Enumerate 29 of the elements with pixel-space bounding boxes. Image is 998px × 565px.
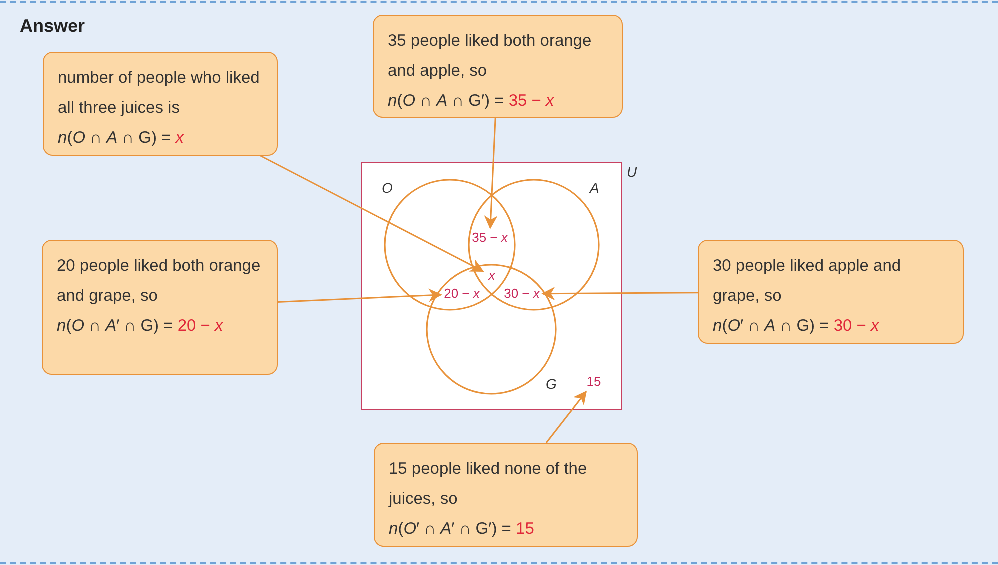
- set-circle: [426, 264, 557, 395]
- leader-arrow: [546, 390, 588, 444]
- leader-arrow: [484, 118, 498, 230]
- leader-arrow: [542, 287, 698, 301]
- region-value: 15: [584, 374, 604, 390]
- set-circle: [468, 179, 600, 311]
- set-label: G: [546, 376, 557, 392]
- universal-set-rectangle: [361, 162, 622, 410]
- heading: Answer: [20, 16, 86, 37]
- callout-box: [374, 443, 638, 547]
- callout-box: [698, 240, 964, 344]
- set-label: U: [627, 164, 638, 180]
- region-value: x: [485, 268, 499, 284]
- formula-text: n(O′ ∩ A′ ∩ G′) = 15: [389, 519, 536, 540]
- formula-text: n(O′ ∩ A ∩ G) = 30 − x: [713, 316, 880, 337]
- set-label: O: [382, 180, 393, 196]
- leader-arrow: [278, 288, 442, 303]
- leader-arrow: [260, 155, 484, 272]
- region-value: 35 − x: [469, 230, 511, 246]
- region-value: 30 − x: [503, 286, 541, 302]
- formula-text: n(O ∩ A′ ∩ G) = 20 − x: [57, 316, 224, 337]
- callout-box: [43, 52, 278, 156]
- callout-box: [373, 15, 623, 118]
- region-value: 20 − x: [443, 286, 481, 302]
- set-circle: [384, 179, 516, 311]
- formula-text: n(O ∩ A ∩ G′) = 35 − x: [388, 91, 556, 112]
- formula-text: n(O ∩ A ∩ G) = x: [58, 128, 186, 149]
- callout-box: [42, 240, 278, 375]
- set-label: A: [590, 180, 600, 196]
